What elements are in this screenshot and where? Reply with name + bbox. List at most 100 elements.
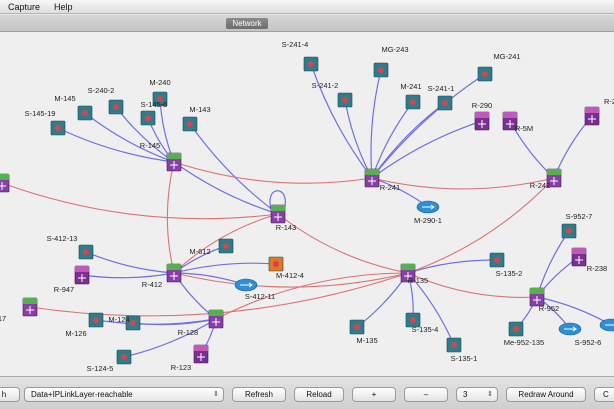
link-S-241-2-R-241	[344, 99, 373, 179]
node-s-135-4[interactable]	[405, 312, 421, 328]
router-top-icon	[0, 174, 9, 180]
menu-bar: Capture Help	[0, 0, 614, 14]
node-s-241-4[interactable]	[303, 56, 319, 72]
link-R-241-R-242	[371, 177, 555, 190]
node-s-145-6[interactable]	[140, 110, 156, 126]
node-s-952-9[interactable]	[599, 318, 614, 332]
router-top-icon	[209, 310, 223, 316]
node-label: S-952-7	[566, 212, 593, 221]
link-MG-241-R-241	[371, 73, 486, 179]
menu-capture[interactable]: Capture	[8, 1, 41, 12]
node-r-left[interactable]	[0, 173, 10, 193]
node-m-241[interactable]	[405, 94, 421, 110]
node-r-417[interactable]	[22, 297, 38, 317]
node-s-412-11[interactable]	[234, 278, 258, 292]
link-R-left-R-143	[1, 182, 279, 220]
node-s-124-5[interactable]	[116, 349, 132, 365]
router-top-icon	[475, 112, 489, 118]
left-cut-button[interactable]: h	[0, 387, 20, 402]
node-mg-243[interactable]	[373, 62, 389, 78]
filter-select[interactable]: Data+IPLinkLayer-reachable ⇕	[24, 387, 224, 402]
node-label: S-145-6	[141, 100, 168, 109]
status-dot-icon	[410, 99, 416, 105]
node-r-2[interactable]	[584, 106, 600, 126]
tab-network[interactable]: Network	[226, 18, 268, 29]
zoom-in-button[interactable]: +	[352, 387, 396, 402]
link-R-290-R-241	[371, 120, 483, 179]
link-S-952-7-R-952	[536, 230, 570, 298]
refresh-button[interactable]: Refresh	[232, 387, 286, 402]
node-m-126[interactable]	[88, 312, 104, 328]
node-mg-241[interactable]	[477, 66, 493, 82]
arrows-icon	[564, 326, 577, 332]
node-r-143[interactable]	[270, 204, 286, 224]
status-dot-icon	[494, 257, 500, 263]
node-label: S-241-4	[282, 40, 309, 49]
node-label: Me-952-135	[504, 338, 544, 347]
node-r-242[interactable]	[546, 168, 562, 188]
node-m-143[interactable]	[182, 116, 198, 132]
node-r-145[interactable]	[166, 152, 182, 172]
link-R-143-R-412	[173, 213, 279, 274]
node-s-952-7[interactable]	[561, 223, 577, 239]
node-r-123[interactable]	[193, 344, 209, 364]
arrows-icon	[240, 282, 253, 288]
node-label: R-417	[0, 314, 6, 323]
link-M-145-R-145	[84, 112, 175, 163]
node-s-952-6[interactable]	[558, 322, 582, 336]
status-dot-icon	[451, 342, 457, 348]
depth-select[interactable]: 3 ⇕	[456, 387, 498, 402]
node-s-412-13[interactable]	[78, 244, 94, 260]
node-r-135[interactable]	[400, 263, 416, 283]
status-dot-icon	[83, 249, 89, 255]
menu-help[interactable]: Help	[54, 1, 73, 12]
node-m-412-4[interactable]	[268, 256, 284, 272]
node-me-952-135[interactable]	[508, 321, 524, 337]
node-m-290-1[interactable]	[416, 200, 440, 214]
node-s-145-19[interactable]	[50, 120, 66, 136]
node-m-240[interactable]	[152, 91, 168, 107]
link-M-412-4-R-412	[173, 262, 277, 274]
arrows-icon	[422, 204, 435, 210]
router-top-icon	[75, 266, 89, 272]
node-s-241-1[interactable]	[437, 95, 453, 111]
node-label: S-145-19	[25, 109, 56, 118]
router-top-icon	[167, 153, 181, 159]
node-r-5m[interactable]	[502, 111, 518, 131]
node-m-124[interactable]	[125, 315, 141, 331]
node-label: S-412-11	[245, 292, 275, 301]
zoom-out-button[interactable]: –	[404, 387, 448, 402]
redraw-around-button[interactable]: Redraw Around	[506, 387, 586, 402]
node-r-128[interactable]	[208, 309, 224, 329]
node-s-135-2[interactable]	[489, 252, 505, 268]
node-label: R-128	[178, 328, 198, 337]
node-label: R-123	[171, 363, 191, 372]
node-r-241[interactable]	[364, 168, 380, 188]
node-label: M-145	[54, 94, 75, 103]
node-label: S-135-1	[451, 354, 478, 363]
node-r-238[interactable]	[571, 247, 587, 267]
node-r-952[interactable]	[529, 287, 545, 307]
status-dot-icon	[157, 96, 163, 102]
bottom-toolbar: h Data+IPLinkLayer-reachable ⇕ Refresh R…	[0, 376, 614, 409]
node-m-612[interactable]	[218, 238, 234, 254]
node-r-412[interactable]	[166, 263, 182, 283]
link-MG-243-R-241	[370, 69, 382, 179]
right-cut-button[interactable]: C	[594, 387, 614, 402]
node-label: M-240	[149, 78, 170, 87]
router-top-icon	[401, 264, 415, 270]
node-m-145[interactable]	[77, 105, 93, 121]
node-r-290[interactable]	[474, 111, 490, 131]
link-S-145-19-R-145	[57, 127, 175, 163]
link-S-124-5-R-128	[123, 318, 217, 358]
node-s-241-2[interactable]	[337, 92, 353, 108]
reload-button[interactable]: Reload	[294, 387, 344, 402]
node-s-240-2[interactable]	[108, 99, 124, 115]
node-label: M-143	[189, 105, 210, 114]
status-dot-icon	[410, 317, 416, 323]
node-s-135-1[interactable]	[446, 337, 462, 353]
node-m-135[interactable]	[349, 319, 365, 335]
node-r-947[interactable]	[74, 265, 90, 285]
